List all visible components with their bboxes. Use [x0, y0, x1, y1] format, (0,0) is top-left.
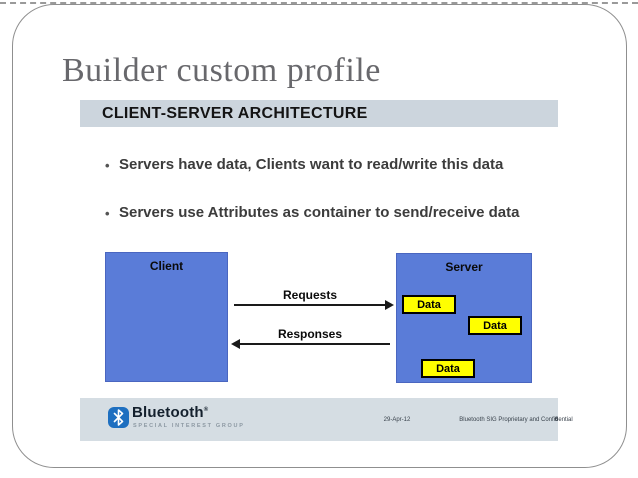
top-dashed-divider: [0, 2, 638, 4]
requests-arrow-label: Requests: [282, 288, 338, 302]
responses-arrow-line: [240, 343, 390, 345]
client-node-label: Client: [149, 259, 184, 273]
footer-confidential-text: Bluetooth SIG Proprietary and Confidenti…: [459, 417, 573, 423]
trademark-symbol: ®: [203, 407, 209, 413]
bullet-text: Servers use Attributes as container to s…: [119, 204, 520, 221]
bullet-item: • Servers have data, Clients want to rea…: [105, 156, 503, 175]
server-node-label: Server: [445, 260, 483, 274]
bullet-item: • Servers use Attributes as container to…: [105, 204, 519, 223]
data-attribute-box: Data: [468, 316, 522, 335]
slide-rounded-border: [12, 4, 627, 468]
data-attribute-box: Data: [402, 295, 456, 314]
bluetooth-icon: [108, 407, 129, 428]
bluetooth-wordmark: Bluetooth: [132, 404, 204, 421]
requests-arrow-line: [234, 304, 385, 306]
data-attribute-box: Data: [421, 359, 475, 378]
slide-footer: Bluetooth® SPECIAL INTEREST GROUP 29-Apr…: [80, 398, 573, 441]
bluetooth-logo-subtext: SPECIAL INTEREST GROUP: [133, 423, 245, 429]
footer-date: 29-Apr-12: [383, 417, 411, 423]
page-title: Builder custom profile: [62, 52, 381, 89]
bullet-dot: •: [105, 206, 110, 221]
responses-arrow-label: Responses: [277, 327, 343, 341]
bullet-dot: •: [105, 158, 110, 173]
section-header-text: CLIENT-SERVER ARCHITECTURE: [102, 104, 368, 122]
bluetooth-logo-text: Bluetooth®: [132, 404, 208, 421]
requests-arrowhead-icon: [385, 300, 394, 310]
bullet-text: Servers have data, Clients want to read/…: [119, 156, 504, 173]
client-node: Client: [105, 252, 228, 382]
section-header-bar: CLIENT-SERVER ARCHITECTURE: [80, 100, 558, 127]
footer-page-number: 6: [554, 417, 558, 423]
responses-arrowhead-icon: [231, 339, 240, 349]
